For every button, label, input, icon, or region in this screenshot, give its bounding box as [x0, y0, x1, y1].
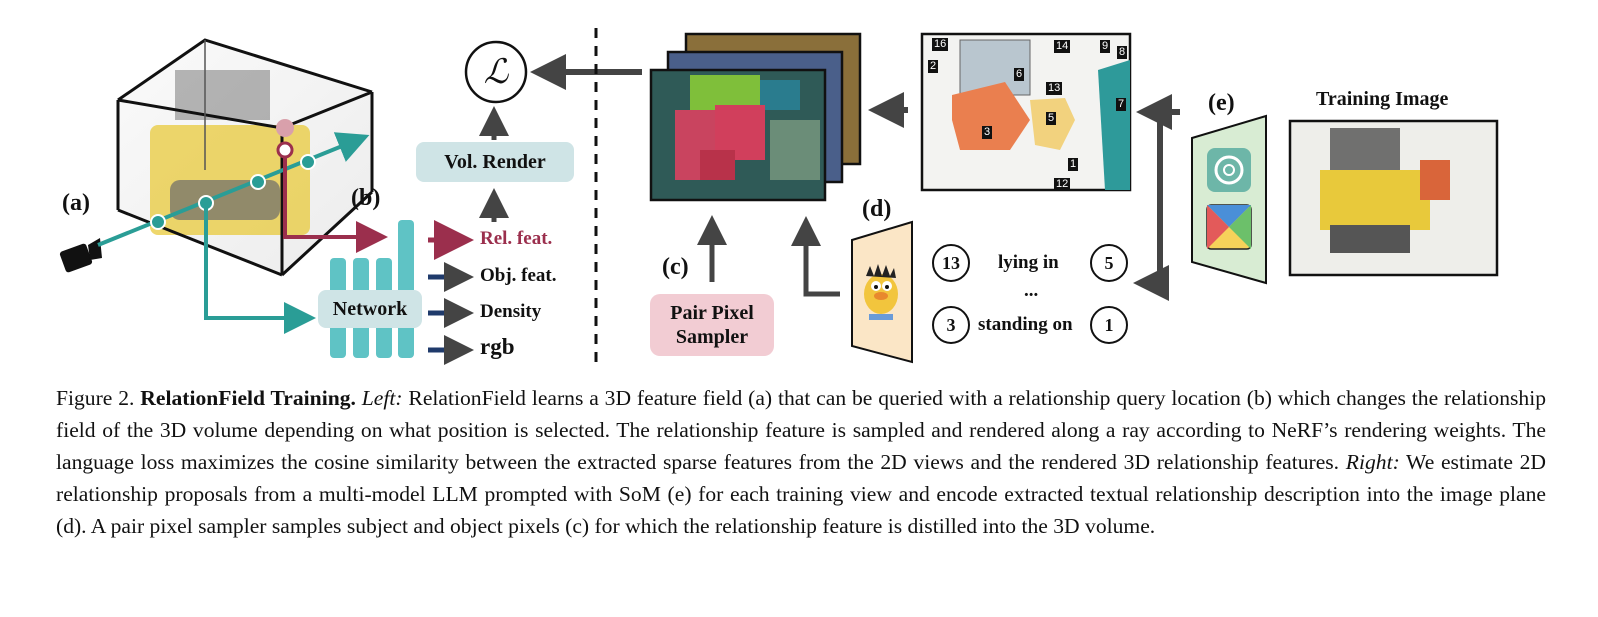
som-tag: 9: [1100, 40, 1111, 53]
feature-map-stack: [649, 32, 862, 202]
panel-label-a: (a): [62, 190, 90, 216]
pair-pixel-sampler-box: Pair Pixel Sampler: [650, 294, 774, 356]
som-tag: 16: [932, 38, 949, 51]
panel-label-b: (b): [351, 185, 381, 211]
relation-1-predicate: lying in: [998, 252, 1059, 273]
som-tag: 7: [1116, 98, 1127, 111]
relation-ellipsis: ...: [1024, 280, 1039, 301]
camera-icon: [59, 238, 102, 273]
figure-diagram: (a) (b) (c) (d) (e) Network Vol. Render …: [59, 28, 1499, 370]
caption-right-label: Right:: [1345, 450, 1400, 474]
relation-2-object: 1: [1090, 306, 1128, 344]
caption-right-text: We estimate 2D relationship proposals fr…: [56, 450, 1547, 538]
query-path: [283, 157, 388, 253]
plane-e: [1191, 114, 1267, 285]
som-tag: 5: [1046, 112, 1057, 125]
panel-label-c: (c): [662, 254, 689, 280]
camera-ray: [97, 132, 370, 247]
som-tag: 12: [1054, 178, 1071, 191]
caption-left-text: RelationField learns a 3D feature field …: [56, 386, 1546, 474]
bert-avatar-icon: [864, 264, 898, 320]
som-tag: 1: [1068, 158, 1079, 171]
cube-scene: [116, 38, 374, 277]
relation-1-subject: 13: [932, 244, 970, 282]
network-bars: [330, 220, 414, 358]
network-box: Network: [318, 290, 422, 328]
training-image-title: Training Image: [1316, 88, 1449, 110]
som-logo-icon: [1206, 204, 1252, 250]
vol-render-box: Vol. Render: [416, 142, 574, 182]
som-tag: 13: [1046, 82, 1063, 95]
som-tag: 6: [1014, 68, 1025, 81]
output-obj-feat: Obj. feat.: [480, 265, 557, 286]
som-tag: 14: [1054, 40, 1071, 53]
diagram-graphics: [59, 28, 1499, 370]
relation-2-subject: 3: [932, 306, 970, 344]
output-rel-feat: Rel. feat.: [480, 228, 553, 249]
output-rgb: rgb: [480, 334, 515, 359]
panel-label-d: (d): [862, 196, 892, 222]
relation-1-object: 5: [1090, 244, 1128, 282]
output-density: Density: [480, 301, 542, 322]
panel-label-e: (e): [1208, 90, 1235, 116]
som-tag: 2: [928, 60, 939, 73]
figure-caption: Figure 2. RelationField Training. Left: …: [56, 382, 1546, 542]
som-tag: 3: [982, 126, 993, 139]
caption-title: RelationField Training.: [140, 386, 356, 410]
caption-prefix: Figure 2.: [56, 386, 141, 410]
caption-left-label: Left:: [361, 386, 403, 410]
loss-symbol: ℒ: [483, 54, 509, 91]
chatgpt-logo-icon: [1207, 148, 1251, 192]
relation-2-predicate: standing on: [978, 314, 1073, 335]
som-tag: 8: [1117, 46, 1128, 59]
loss-circle: [464, 40, 528, 104]
